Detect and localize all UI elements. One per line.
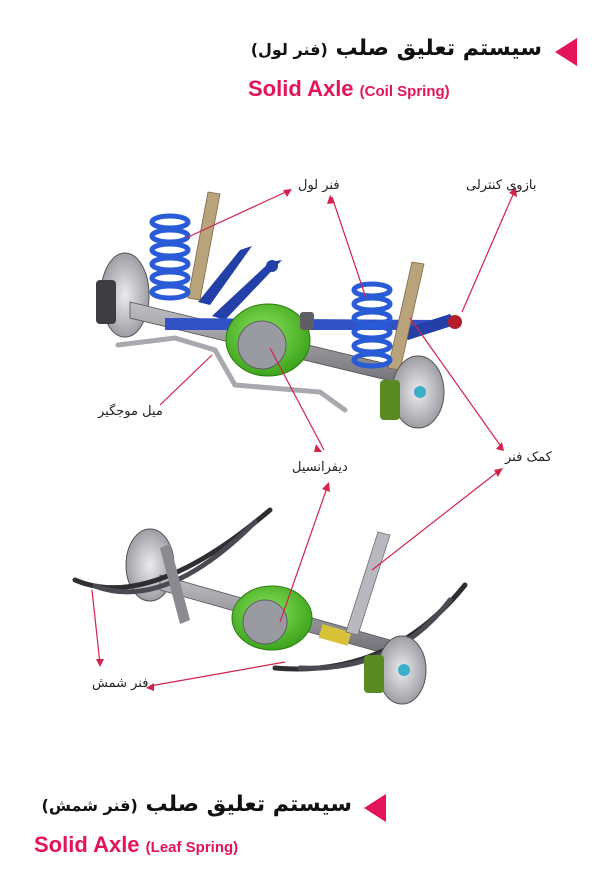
axle-yellow-band <box>318 624 352 646</box>
right-caliper-leaf <box>364 655 384 693</box>
bottom-heading-en: Solid Axle (Leaf Spring) <box>34 832 238 858</box>
control-arm-lower <box>212 260 282 320</box>
label-shock-absorber: کمک فنر <box>505 450 552 465</box>
right-hub <box>414 386 426 398</box>
left-caliper <box>96 280 116 324</box>
bottom-heading-fa-main: سیستم تعلیق صلب <box>145 792 352 817</box>
top-heading-en: Solid Axle (Coil Spring) <box>248 76 450 102</box>
right-caliper <box>380 380 400 420</box>
pinion-flange <box>300 312 314 330</box>
right-coil-spring <box>351 281 393 369</box>
heading-triangle-icon <box>555 38 577 66</box>
left-shock-absorber <box>187 191 221 301</box>
control-arm-right <box>400 314 458 340</box>
differential-cover <box>237 320 287 370</box>
right-hub-leaf <box>398 664 410 676</box>
label-stabilizer-bar: میل موجگیر <box>98 404 163 419</box>
right-shock-absorber <box>387 261 425 371</box>
label-leaf-spring: فنر شمش <box>92 676 149 691</box>
bottom-heading-fa-paren: (فنر شمش) <box>41 796 138 815</box>
top-heading-fa-main: سیستم تعلیق صلب <box>335 36 542 61</box>
callout-arrows <box>91 189 516 687</box>
control-arm-upper <box>198 246 252 305</box>
coil-spring-assembly <box>96 191 462 429</box>
bushing-upper <box>266 260 278 272</box>
top-heading-en-main: Solid Axle <box>248 76 354 101</box>
top-heading-en-paren: (Coil Spring) <box>359 83 450 100</box>
callout-arrowheads <box>96 187 517 691</box>
bottom-heading: سیستم تعلیق صلب (فنر شمش) <box>42 792 352 817</box>
label-coil-spring: فنر لول <box>298 178 340 193</box>
leaf-spring-assembly <box>72 507 468 705</box>
heading-triangle-icon-bottom <box>364 794 386 822</box>
stabilizer-bar <box>115 335 348 413</box>
top-heading: سیستم تعلیق صلب (فنر لول) <box>251 36 542 61</box>
top-heading-fa-paren: (فنر لول) <box>250 40 328 59</box>
left-coil-spring <box>149 213 191 301</box>
left-shock-leaf <box>160 544 190 624</box>
bottom-heading-en-main: Solid Axle <box>34 832 140 857</box>
right-shock-leaf <box>345 531 391 636</box>
bushing-right <box>448 315 462 329</box>
bottom-heading-en-paren: (Leaf Spring) <box>145 839 239 856</box>
differential-cover-leaf <box>242 599 288 645</box>
label-differential: دیفرانسیل <box>292 460 348 475</box>
label-control-arm: بازوی کنترلی <box>466 178 537 193</box>
